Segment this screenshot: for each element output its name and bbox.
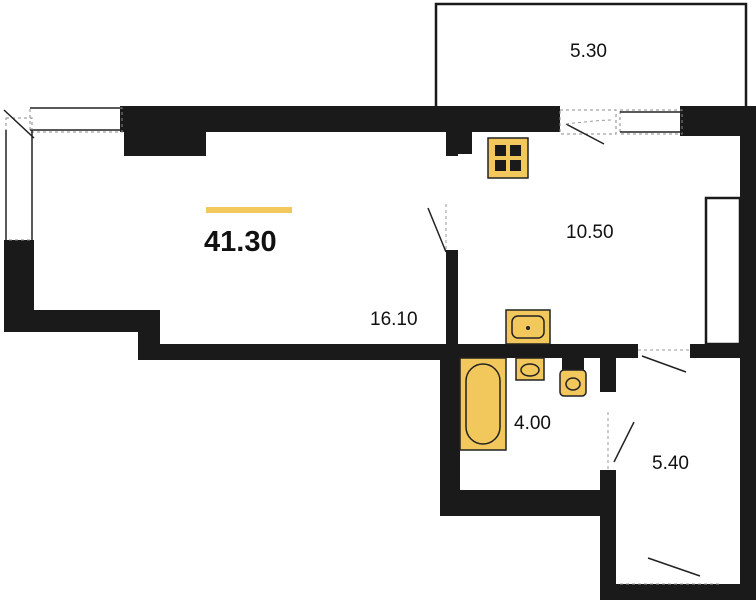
total-area-label: 41.30 [204, 226, 277, 258]
bathtub-icon [459, 357, 507, 451]
bathroom-area-label: 4.00 [514, 413, 551, 434]
walls [4, 106, 756, 600]
bathroom-sink-icon [515, 357, 545, 381]
wardrobe [704, 196, 742, 346]
windows [3, 107, 683, 241]
fixtures [459, 137, 587, 451]
balcony-outline [434, 2, 748, 112]
kitchen-sink-icon [505, 309, 551, 345]
hallway-area-label: 5.40 [652, 453, 689, 474]
stove-icon [487, 137, 529, 179]
toilet-icon [559, 356, 587, 397]
doors [427, 119, 720, 585]
balcony-area-label: 5.30 [570, 41, 607, 62]
living-room-area-label: 16.10 [370, 309, 418, 330]
total-area-accent-bar [206, 207, 292, 213]
kitchen-area-label: 10.50 [566, 222, 614, 243]
